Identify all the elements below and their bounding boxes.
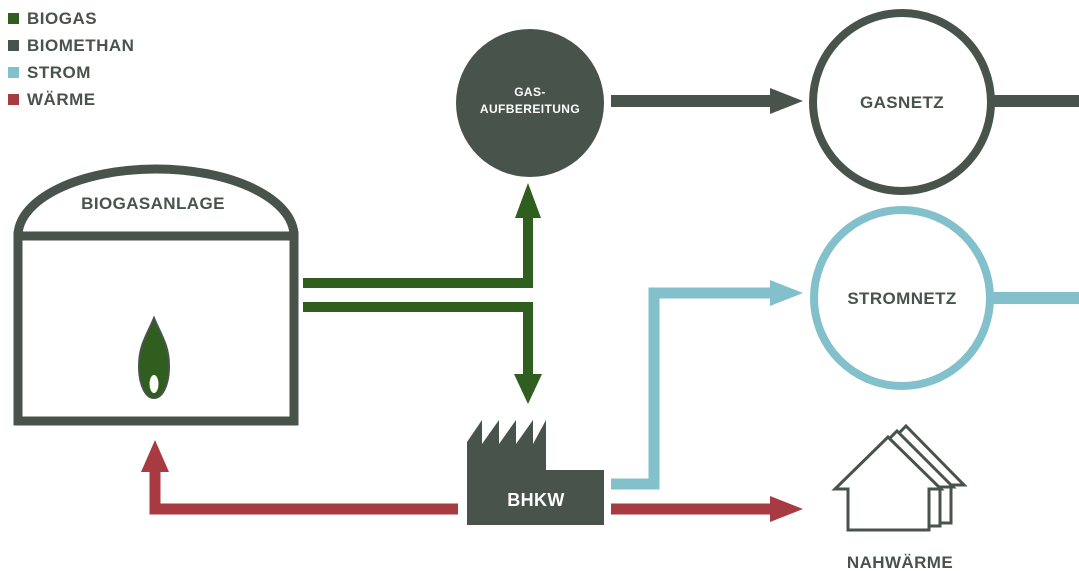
legend-item-biomethan: BIOMETHAN [8, 35, 134, 56]
house-front [831, 434, 945, 532]
legend-swatch-strom [8, 67, 19, 78]
stromnetz-node: STROMNETZ [810, 206, 1079, 390]
gasnetz-node: GASNETZ [809, 9, 1079, 195]
nahwaerme-label: NAHWÄRME [847, 553, 953, 571]
legend: BIOGAS BIOMETHAN STROM WÄRME [8, 8, 134, 110]
gasaufbereitung-circle [456, 29, 604, 177]
waerme-return-arrow [141, 440, 169, 472]
legend-item-biogas: BIOGAS [8, 8, 134, 29]
biogas-arrow-up [515, 183, 541, 218]
biogas-arrow-down [514, 374, 542, 404]
gasaufbereitung-node: GAS- AUFBEREITUNG [456, 29, 604, 177]
waerme-arrow [770, 496, 803, 522]
gasaufbereitung-label-line2: AUFBEREITUNG [480, 102, 580, 116]
flame-icon [137, 315, 171, 400]
gasnetz-label: GASNETZ [860, 93, 944, 112]
legend-swatch-biogas [8, 13, 19, 24]
waerme-return-flow [141, 440, 458, 515]
strom-arrow [770, 280, 803, 306]
legend-swatch-biomethan [8, 40, 19, 51]
biogas-pipes [303, 183, 542, 404]
biogasanlage-label: BIOGASANLAGE [81, 194, 225, 213]
legend-swatch-waerme [8, 94, 19, 105]
strom-flow [611, 280, 803, 490]
biogasanlage-dome [13, 164, 299, 241]
legend-item-strom: STROM [8, 62, 134, 83]
bhkw-building [467, 420, 604, 525]
stromnetz-label: STROMNETZ [847, 289, 956, 308]
legend-label-biogas: BIOGAS [27, 8, 98, 28]
factory-icon: BHKW [467, 420, 604, 525]
gasaufbereitung-label-line1: GAS- [514, 85, 546, 99]
waerme-return-pipe [149, 470, 458, 515]
legend-label-waerme: WÄRME [27, 89, 96, 109]
biomethan-arrow [770, 88, 803, 114]
bhkw-label: BHKW [507, 490, 565, 510]
strom-pipe [611, 287, 772, 490]
houses-icon [831, 423, 968, 532]
biomethan-flow [611, 88, 803, 114]
legend-item-waerme: WÄRME [8, 89, 134, 110]
legend-label-strom: STROM [27, 62, 91, 82]
biogasanlage-building [13, 231, 299, 426]
waerme-flow [611, 496, 803, 522]
legend-label-biomethan: BIOMETHAN [27, 35, 135, 55]
biogasanlage-node: BIOGASANLAGE [13, 164, 299, 426]
